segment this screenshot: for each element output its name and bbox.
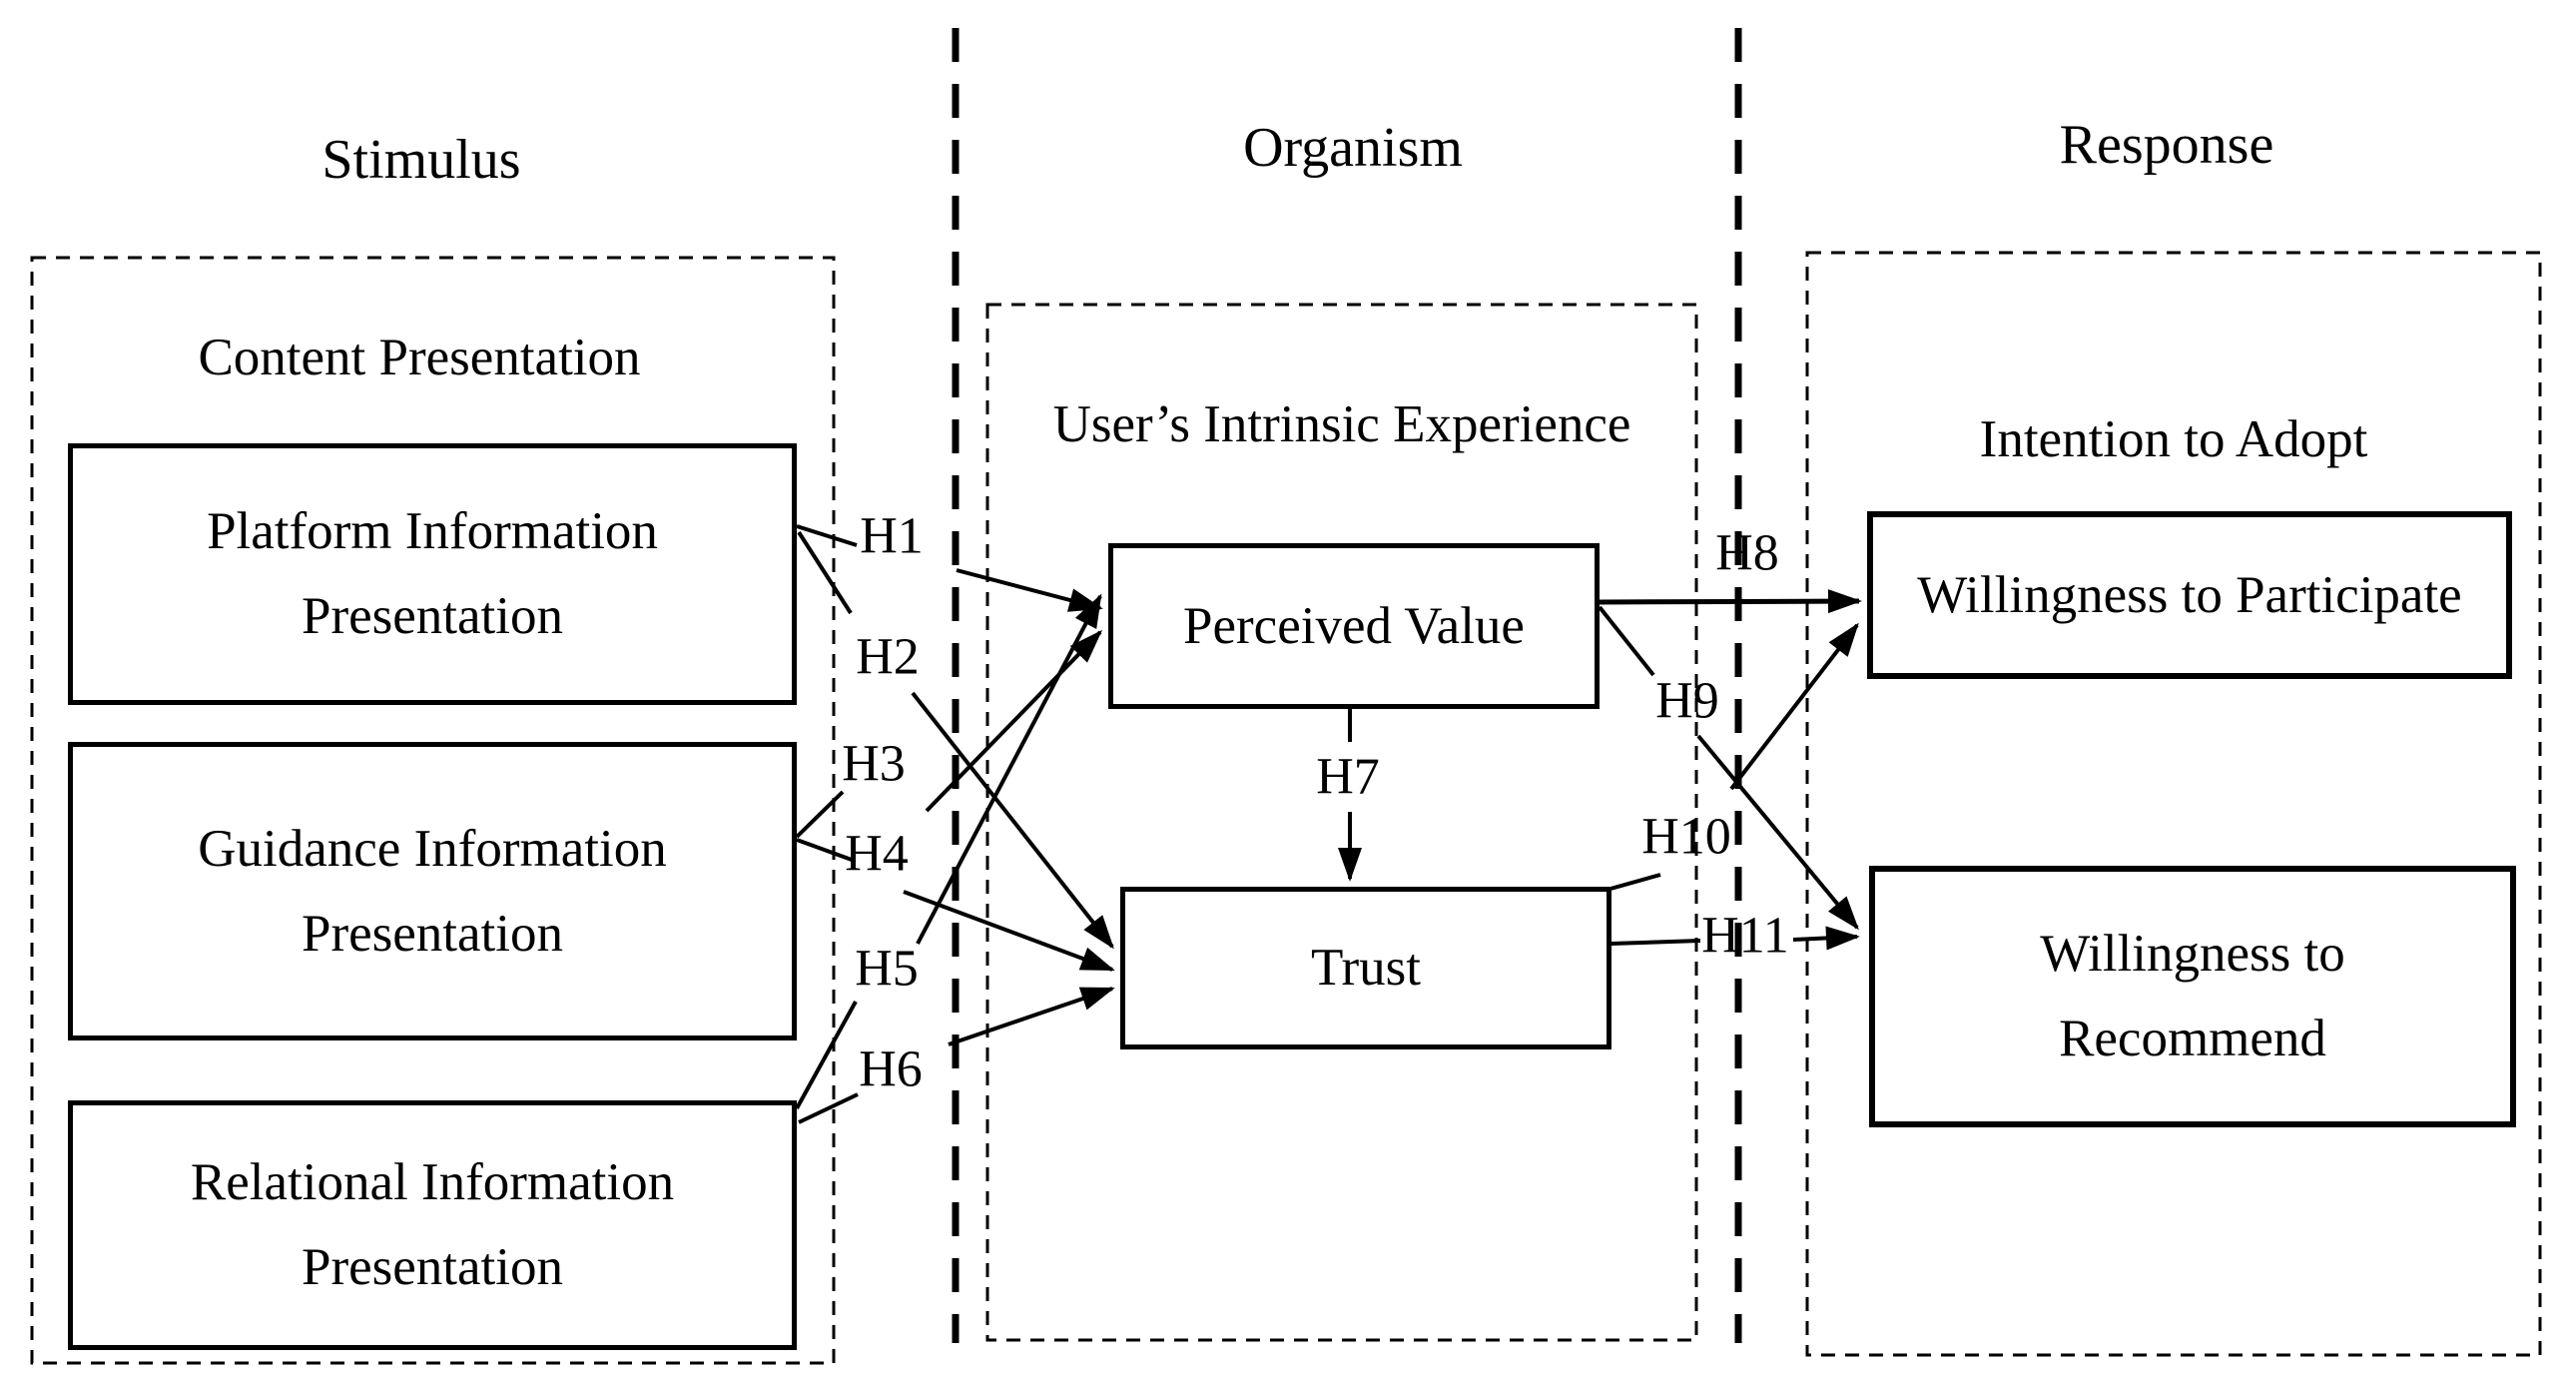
hypothesis-label-h3: H3 [842, 735, 906, 793]
hypothesis-label-h1: H1 [860, 507, 924, 565]
construct-box-platform-information-presentation: Platform Information Presentation [68, 443, 797, 705]
leader-h2 [797, 530, 853, 615]
column-header-organism: Organism [1243, 117, 1463, 179]
construct-label-line: Recommend [2059, 1010, 2326, 1067]
group-box-users-intrinsic-experience [985, 303, 1698, 1342]
group-label-content-presentation: Content Presentation [198, 329, 641, 386]
construct-box-willingness-to-participate: Willingness to Participate [1867, 511, 2512, 679]
group-box-content-presentation [30, 256, 836, 1365]
arrow-h9-perceived-value-to-recommend [1696, 734, 1859, 931]
hypothesis-label-h11: H11 [1701, 907, 1789, 965]
hypothesis-label-h2: H2 [856, 628, 920, 686]
construct-label-line: Guidance Information [198, 819, 667, 878]
construct-box-relational-information-presentation: Relational Information Presentation [68, 1100, 797, 1350]
leader-h11 [1610, 939, 1701, 946]
hypothesis-label-h10: H10 [1641, 808, 1731, 866]
leader-h3 [795, 790, 845, 839]
hypothesis-label-h5: H5 [855, 940, 919, 998]
hypothesis-label-h9: H9 [1655, 672, 1719, 730]
hypothesis-label-h4: H4 [845, 825, 909, 883]
arrow-h6-relational-to-trust [948, 987, 1115, 1046]
construct-label-line: Willingness to [2040, 925, 2345, 984]
construct-label-line: Relational Information [190, 1153, 675, 1212]
construct-box-trust: Trust [1120, 887, 1611, 1049]
construct-label-line: Perceived Value [1183, 596, 1525, 655]
construct-box-perceived-value: Perceived Value [1108, 543, 1600, 709]
arrow-h11-trust-to-recommend [1792, 926, 1860, 951]
arrow-h2-platform-to-trust [911, 691, 1114, 950]
arrow-h1-platform-to-perceived-value [956, 568, 1103, 612]
arrow-h3-guidance-to-perceived-value [925, 629, 1103, 813]
arrow-h10-trust-to-participate [1729, 622, 1859, 791]
arrow-h4-guidance-to-trust [903, 890, 1115, 972]
column-header-stimulus: Stimulus [322, 129, 521, 191]
construct-label-line: Presentation [302, 904, 563, 963]
construct-label-line: Platform Information [207, 502, 658, 561]
construct-label-line: Trust [1310, 939, 1421, 998]
leader-h10 [1610, 873, 1661, 891]
group-label-users-intrinsic-experience: User’s Intrinsic Experience [1052, 395, 1631, 453]
arrow-h8-perceived-value-to-participate [1599, 589, 1862, 614]
hypothesis-label-h7: H7 [1316, 748, 1380, 806]
construct-box-willingness-to-recommend: Willingness to Recommend [1869, 866, 2516, 1127]
construct-box-guidance-information-presentation: Guidance Information Presentation [68, 742, 797, 1040]
leader-h5 [795, 1001, 858, 1109]
leader-h6 [798, 1092, 859, 1124]
construct-label-line: Presentation [302, 1238, 563, 1296]
construct-label-line: Presentation [302, 587, 563, 645]
group-label-intention-to-adopt: Intention to Adopt [1979, 410, 2368, 468]
group-box-intention-to-adopt [1805, 251, 2542, 1357]
hypothesis-label-h6: H6 [859, 1040, 923, 1098]
column-header-response: Response [2059, 114, 2274, 176]
construct-label-line: Willingness to Participate [1917, 565, 2462, 624]
leader-h9 [1598, 605, 1655, 677]
arrow-h5-relational-to-perceived-value [916, 593, 1102, 945]
leader-h4 [796, 838, 853, 862]
leader-h1 [796, 524, 858, 547]
hypothesis-label-h8: H8 [1715, 524, 1779, 582]
